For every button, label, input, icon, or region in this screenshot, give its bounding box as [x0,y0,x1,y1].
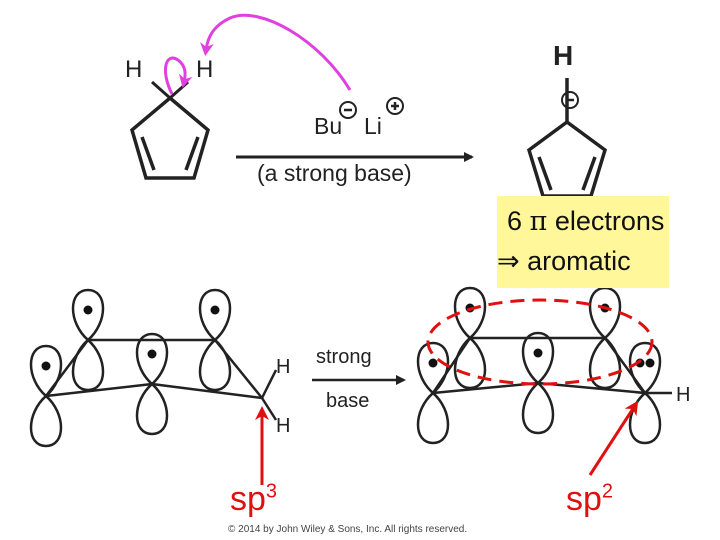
callout-count: 6 [507,206,523,236]
arrow-label-strong: strong [316,346,372,368]
electron-dot [533,348,543,358]
electron-dot [41,361,51,371]
p-orbital-upper-lobe [588,286,622,340]
electron-dot [645,358,655,368]
positive-charge-icon [386,97,404,115]
arrow-label-base: base [326,390,370,412]
sp2-pointer-arrow [588,400,639,476]
sp3-label: sp3 [230,480,277,519]
p-orbital-upper-lobe [521,331,555,385]
p-orbital-lower-lobe [198,338,232,392]
top-h-left: H [125,56,143,83]
p-orbital-upper-lobe [135,332,169,386]
curved-arrow-large [199,13,352,91]
arrow-caption-top: (a strong base) [257,160,412,186]
cyclopentadiene-ring [130,95,210,180]
right-h: H [676,384,691,406]
p-orbital-lower-lobe [71,338,105,392]
p-orbital-upper-lobe [198,288,232,342]
sp2-label: sp2 [566,480,613,519]
electron-dot [83,305,93,315]
p-orbital-lower-lobe [29,394,63,448]
p-orbital-upper-lobe [628,341,662,395]
p-orbital-lower-lobe [521,381,555,435]
callout-line-1: 6 π electrons [507,206,664,237]
left-h-lower: H [276,415,291,437]
reagent-bu: Bu [314,113,343,139]
electron-dot [210,305,220,315]
sp3-exponent: 3 [265,480,278,503]
sp3-text: sp [230,480,266,518]
p-orbital-lower-lobe [453,336,487,390]
reagent-li: Li [364,113,382,139]
p-orbital-lower-lobe [416,391,450,445]
callout-electrons: electrons [554,206,665,236]
p-orbital-lower-lobe [588,336,622,390]
electron-dot [428,358,438,368]
cyclopentadienyl-anion-ring [526,78,608,198]
implies-icon: ⇒ [497,246,520,277]
p-orbital-lower-lobe [628,391,662,445]
electron-dot [147,349,157,359]
negative-charge-icon [339,101,357,119]
p-orbital-upper-lobe [416,341,450,395]
sp2-exponent: 2 [601,480,614,503]
copyright-notice: © 2014 by John Wiley & Sons, Inc. All ri… [228,524,468,535]
callout-line-2: ⇒ aromatic [497,246,631,277]
p-orbital-upper-lobe [71,288,105,342]
p-orbital-lower-lobe [135,382,169,436]
right-ring-bonds [431,336,672,395]
curved-arrow-small [163,56,193,95]
callout-aromatic: aromatic [527,246,631,276]
sp2-text: sp [566,480,602,518]
p-orbital-upper-lobe [29,344,63,398]
product-h: H [553,40,574,71]
left-h-upper: H [276,356,291,378]
product-negative-charge-icon [561,91,579,109]
aromatic-ring-ellipse [426,298,654,386]
pi-symbol: π [529,206,548,237]
aromatic-callout: 6 π electrons ⇒ aromatic [497,196,669,288]
left-ring-bonds [45,338,278,421]
p-orbital-upper-lobe [453,286,487,340]
top-h-right: H [196,56,214,83]
p-orbital-group [29,286,662,448]
